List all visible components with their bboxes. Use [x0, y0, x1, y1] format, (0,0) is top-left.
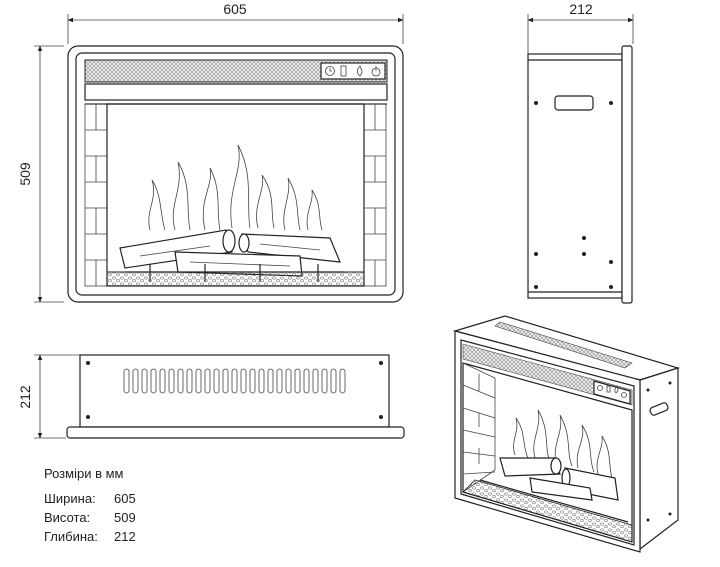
- spec-label: Висота:: [44, 510, 91, 525]
- front-view: 605 509: [17, 1, 404, 303]
- spec-row-height: Висота: 509: [44, 510, 136, 529]
- top-depth-label: 212: [17, 385, 33, 409]
- spec-row-depth: Глибина: 212: [44, 529, 136, 548]
- spec-title: Розміри в мм: [44, 466, 124, 481]
- clock-icon: [325, 66, 335, 76]
- front-height-label: 509: [17, 162, 33, 186]
- top-view: 212: [17, 354, 405, 439]
- spec-row-width: Ширина: 605: [44, 491, 136, 510]
- log-set: [119, 229, 341, 277]
- thermometer-icon: [340, 65, 347, 77]
- isometric-view: [452, 315, 681, 553]
- vent-slots: [123, 368, 346, 394]
- spec-value: 212: [114, 529, 136, 544]
- spec-value: 509: [114, 510, 136, 525]
- side-view: 212: [527, 1, 634, 304]
- side-depth-label: 212: [569, 1, 593, 17]
- flame-icon: [356, 65, 363, 77]
- side-handle: [554, 95, 594, 111]
- spec-label: Ширина:: [44, 491, 96, 506]
- control-panel: [325, 65, 381, 77]
- front-width-label: 605: [223, 1, 247, 17]
- spec-value: 605: [114, 491, 136, 506]
- spec-label: Глибина:: [44, 529, 98, 544]
- dimensions-spec: Розміри в мм Ширина: 605 Висота: 509 Гли…: [44, 466, 136, 548]
